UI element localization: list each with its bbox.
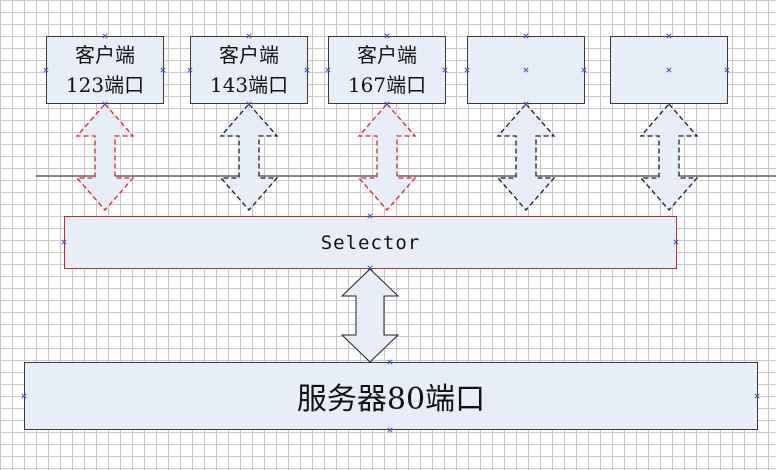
client-arrow-5 bbox=[639, 103, 699, 211]
selector-label: Selector bbox=[320, 231, 421, 254]
client-3-port: 167端口 bbox=[347, 73, 427, 97]
client-box-2[interactable]: 客户端 143端口 bbox=[190, 36, 308, 104]
client-box-4[interactable] bbox=[467, 36, 585, 104]
client-arrow-1 bbox=[75, 103, 135, 211]
client-2-port: 143端口 bbox=[209, 73, 289, 97]
client-arrow-4 bbox=[496, 103, 556, 211]
client-box-5[interactable] bbox=[610, 36, 728, 104]
client-1-port: 123端口 bbox=[65, 73, 145, 97]
client-arrow-3 bbox=[357, 103, 417, 211]
client-arrow-2 bbox=[219, 103, 279, 211]
client-box-1[interactable]: 客户端 123端口 bbox=[46, 36, 164, 104]
client-box-3[interactable]: 客户端 167端口 bbox=[328, 36, 446, 104]
selector-server-arrow bbox=[340, 268, 400, 363]
server-label: 服务器80端口 bbox=[296, 382, 486, 417]
selector-box[interactable]: Selector bbox=[64, 216, 677, 269]
client-arrows bbox=[75, 103, 699, 211]
client-2-title: 客户端 bbox=[219, 43, 279, 67]
server-box[interactable]: 服务器80端口 bbox=[24, 362, 758, 430]
client-3-title: 客户端 bbox=[357, 43, 417, 67]
client-1-title: 客户端 bbox=[75, 43, 135, 67]
